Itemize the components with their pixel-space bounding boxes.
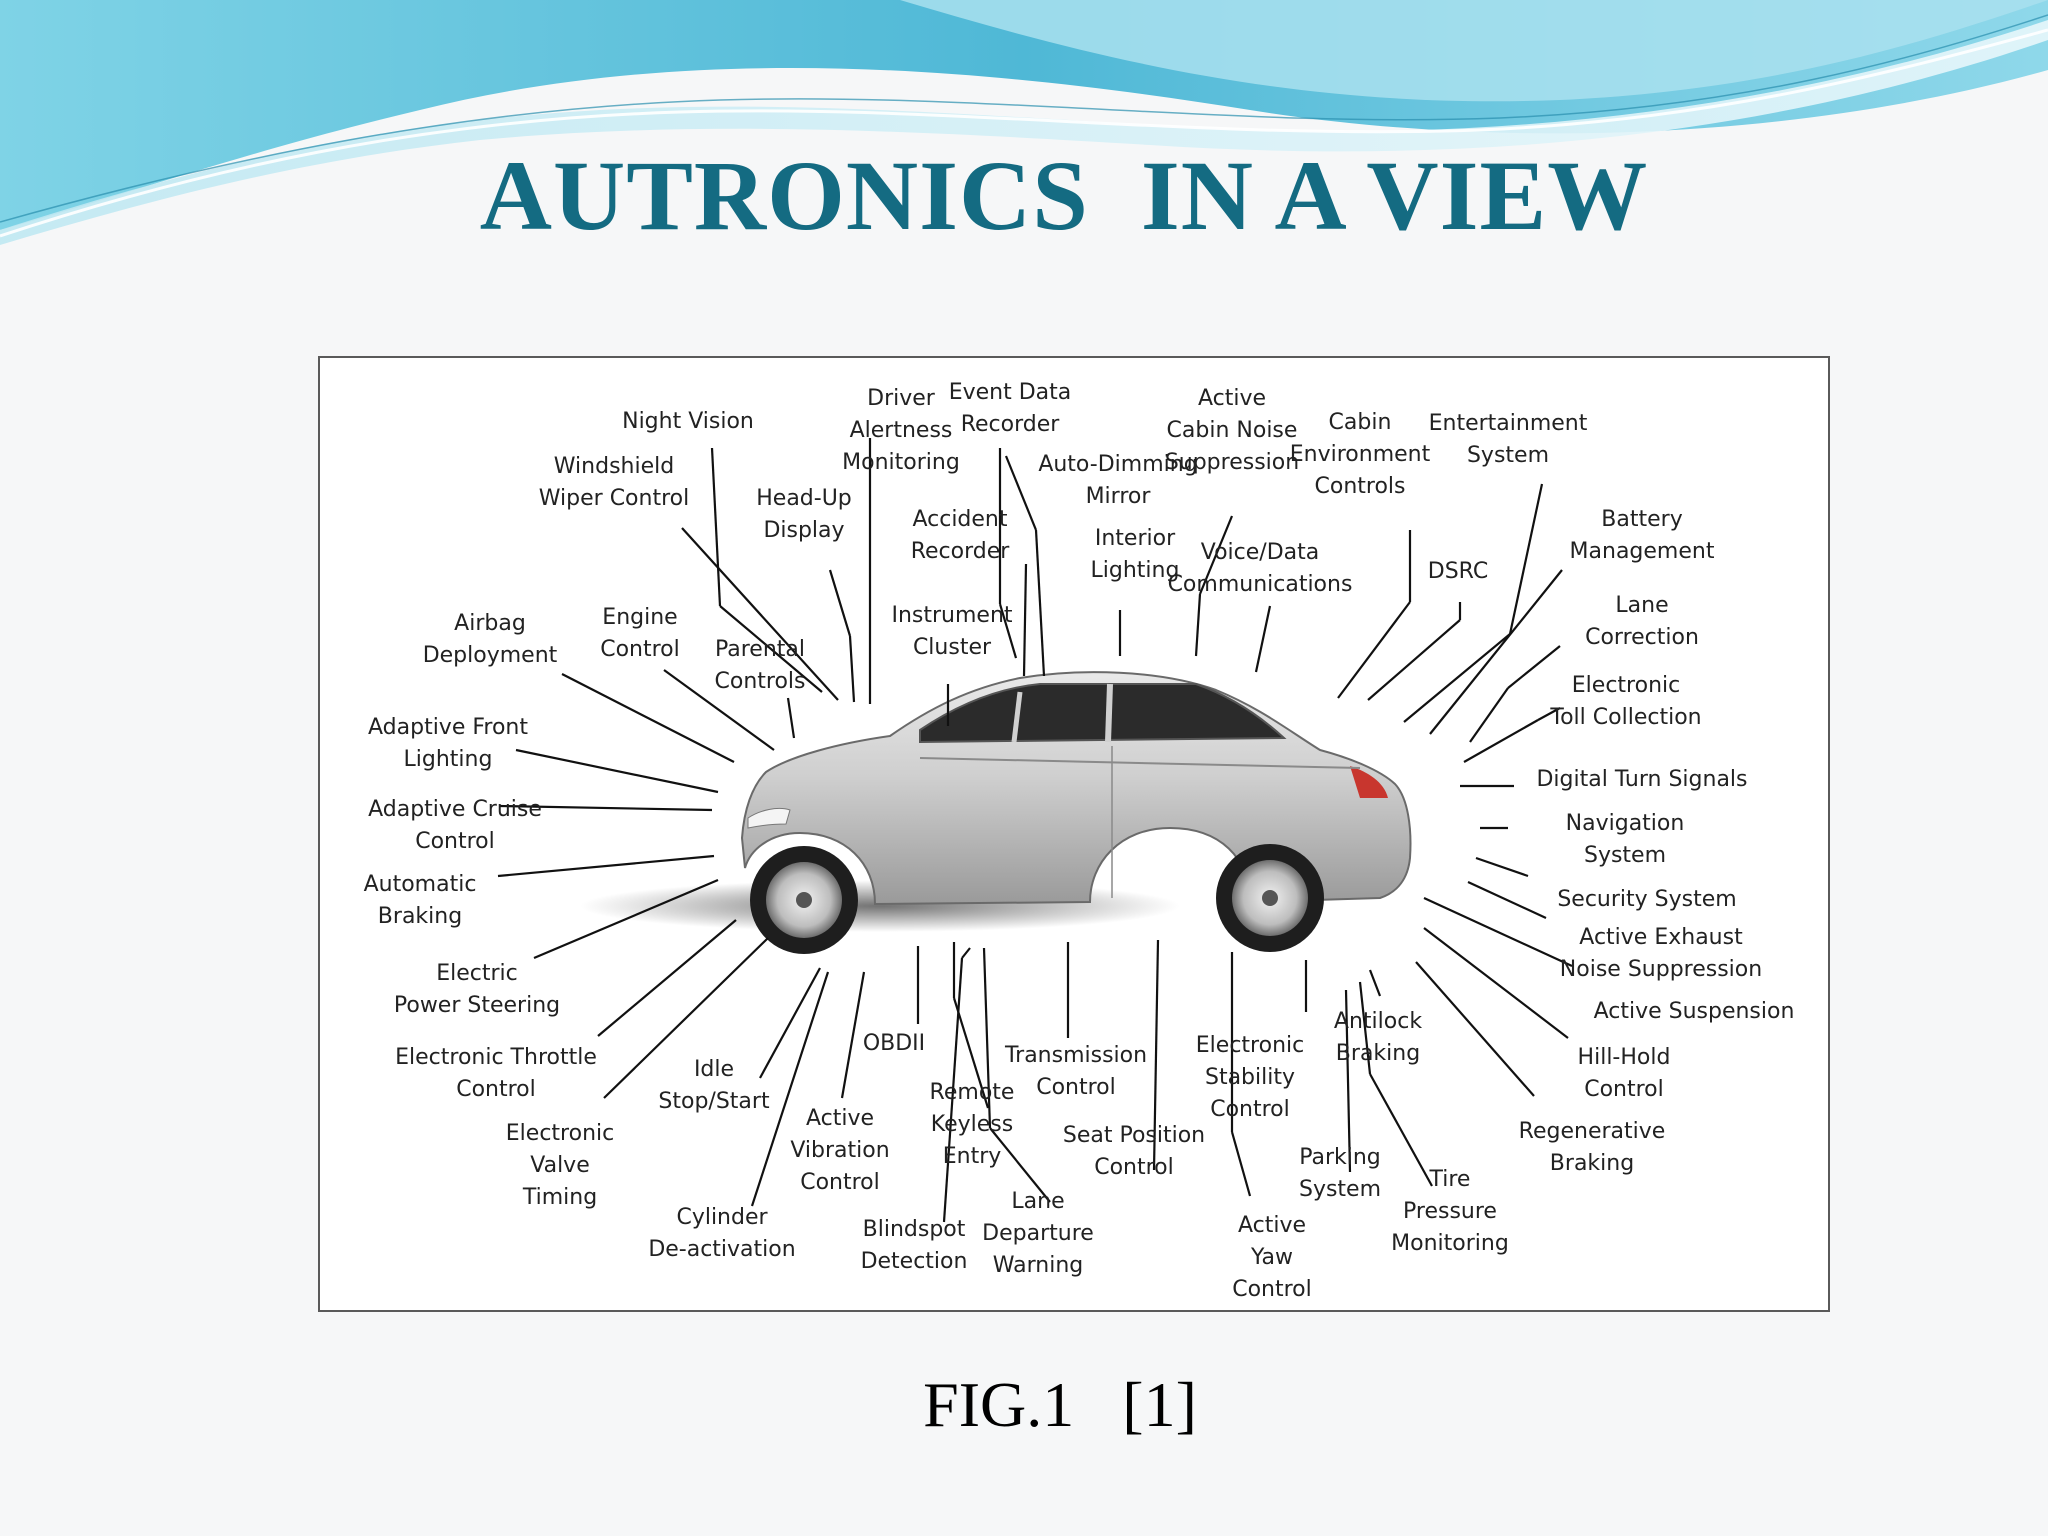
label-regenerative-braking: Regenerative Braking xyxy=(1518,1119,1666,1176)
label-cylinder-de-activation: Cylinder De-activation xyxy=(648,1205,796,1262)
label-battery-management: Battery Management xyxy=(1569,507,1715,564)
car-diagram xyxy=(497,438,1573,1223)
label-active-vibration-control: Active Vibration Control xyxy=(790,1106,890,1195)
label-lane-correction: Lane Correction xyxy=(1585,593,1699,650)
label-driver-alertness-monitoring: Driver Alertness Monitoring xyxy=(842,386,960,475)
label-remote-keyless-entry: Remote Keyless Entry xyxy=(929,1080,1015,1169)
label-seat-position-control: Seat Position Control xyxy=(1062,1123,1206,1180)
label-night-vision: Night Vision xyxy=(622,409,754,434)
label-idle-stop-start: Idle Stop/Start xyxy=(658,1057,770,1114)
leader-lines xyxy=(497,438,1573,1223)
label-blindspot-detection: Blindspot Detection xyxy=(860,1217,968,1274)
label-antilock-braking: Antilock Braking xyxy=(1333,1009,1423,1066)
label-tire-pressure-monitoring: Tire Pressure Monitoring xyxy=(1391,1167,1509,1256)
label-auto-dimming-mirror: Auto-Dimming Mirror xyxy=(1038,452,1198,509)
label-adaptive-cruise-control: Adaptive Cruise Control xyxy=(368,797,542,854)
label-lane-departure-warning: Lane Departure Warning xyxy=(982,1189,1094,1278)
label-dsrc: DSRC xyxy=(1427,559,1489,584)
label-automatic-braking: Automatic Braking xyxy=(363,872,477,929)
label-voice-data-communications: Voice/Data Communications xyxy=(1167,540,1353,597)
label-head-up-display: Head-Up Display xyxy=(756,486,852,543)
label-parental-controls: Parental Controls xyxy=(714,637,806,694)
label-active-cabin-noise-suppression: Active Cabin Noise Suppression xyxy=(1164,386,1300,475)
slide-title: AUTRONICS IN A VIEW xyxy=(479,140,1649,251)
header-wave-decoration xyxy=(0,0,2048,245)
label-entertainment-system: Entertainment System xyxy=(1428,411,1588,468)
label-obdii: OBDII xyxy=(862,1031,926,1056)
label-electric-power-steering: Electric Power Steering xyxy=(393,961,561,1018)
label-electronic-throttle-control: Electronic Throttle Control xyxy=(395,1045,597,1102)
label-active-yaw-control: Active Yaw Control xyxy=(1232,1213,1312,1302)
label-navigation-system: Navigation System xyxy=(1565,811,1685,868)
label-electronic-valve-timing: Electronic Valve Timing xyxy=(505,1121,615,1210)
label-digital-turn-signals: Digital Turn Signals xyxy=(1536,767,1748,792)
label-transmission-control: Transmission Control xyxy=(1004,1043,1148,1100)
label-windshield-wiper-control: Windshield Wiper Control xyxy=(538,454,690,511)
label-electronic-stability-control: Electronic Stability Control xyxy=(1195,1033,1305,1122)
figure-caption: FIG.1 [1] xyxy=(923,1369,1197,1440)
car-image xyxy=(580,671,1412,954)
label-instrument-cluster: Instrument Cluster xyxy=(891,603,1013,660)
label-parking-system: Parking System xyxy=(1298,1145,1382,1202)
label-interior-lighting: Interior Lighting xyxy=(1090,526,1180,583)
label-security-system: Security System xyxy=(1557,887,1737,912)
label-active-suspension: Active Suspension xyxy=(1593,999,1795,1024)
label-airbag-deployment: Airbag Deployment xyxy=(422,611,558,668)
label-active-exhaust-noise-suppression: Active Exhaust Noise Suppression xyxy=(1559,925,1763,982)
label-accident-recorder: Accident Recorder xyxy=(910,507,1010,564)
label-hill-hold-control: Hill-Hold Control xyxy=(1577,1045,1671,1102)
label-cabin-environment-controls: Cabin Environment Controls xyxy=(1289,410,1431,499)
label-adaptive-front-lighting: Adaptive Front Lighting xyxy=(367,715,529,772)
label-engine-control: Engine Control xyxy=(600,605,680,662)
label-event-data-recorder: Event Data Recorder xyxy=(948,380,1072,437)
label-electronic-toll-collection: Electronic Toll Collection xyxy=(1550,673,1702,730)
